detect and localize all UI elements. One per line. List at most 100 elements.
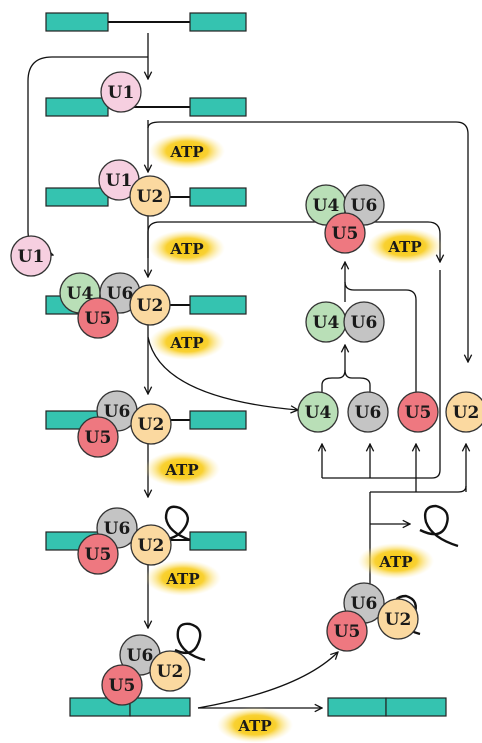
- u1-label: U1: [108, 83, 135, 103]
- u5-snrnp: U5: [326, 610, 368, 652]
- u4-label: U4: [305, 403, 332, 423]
- u2-label: U2: [385, 610, 412, 630]
- u5-snrnp: U5: [101, 664, 143, 706]
- u2-circle: [149, 650, 191, 692]
- flow-arrows: [27, 33, 468, 709]
- arrow-u5-to-tri: [344, 281, 417, 395]
- u6-label: U6: [104, 402, 131, 422]
- svg-text:ATP: ATP: [165, 570, 199, 588]
- u5-circle: [77, 533, 119, 575]
- u2-snrnp: U2: [377, 598, 419, 640]
- atp-badge: ATP: [149, 324, 225, 360]
- atp-badge: ATP: [358, 543, 434, 579]
- release-bus-upper: [322, 270, 441, 479]
- u5-circle: [397, 391, 439, 433]
- arrow-tri-snrnp-join: [147, 221, 440, 262]
- release-bus-lower: [370, 485, 467, 493]
- u2-circle: [129, 175, 171, 217]
- u1-snrnp: U1: [10, 235, 52, 277]
- exon: [45, 12, 109, 32]
- svg-text:ATP: ATP: [169, 240, 203, 258]
- u2-circle: [377, 598, 419, 640]
- atp-labels: ATP ATP ATP ATP ATP ATP ATP ATP: [144, 133, 443, 743]
- u1-circle: [100, 71, 142, 113]
- u5-snrnp: U5: [77, 533, 119, 575]
- svg-text:ATP: ATP: [378, 553, 412, 571]
- u5-label: U5: [85, 309, 112, 329]
- brace-u4-u6: [321, 345, 345, 395]
- u5-label: U5: [85, 545, 112, 565]
- u6-label: U6: [104, 519, 131, 539]
- u4-circle: [297, 391, 339, 433]
- u6-label: U6: [351, 196, 378, 216]
- u2-snrnp: U2: [130, 524, 172, 566]
- u5-label: U5: [332, 224, 359, 244]
- u2-label: U2: [453, 403, 480, 423]
- u5-label: U5: [109, 676, 136, 696]
- atp-badge: ATP: [149, 230, 225, 266]
- exon: [189, 295, 247, 315]
- u6-snrnp: U6: [347, 391, 389, 433]
- u6-circle: [343, 301, 385, 343]
- u6-label: U6: [351, 594, 378, 614]
- u4-snrnp: U4: [305, 301, 347, 343]
- atp-badge: ATP: [149, 133, 225, 169]
- u1-label: U1: [106, 171, 133, 191]
- u6-snrnp: U6: [119, 634, 161, 676]
- svg-text:ATP: ATP: [387, 238, 421, 256]
- atp-badge: ATP: [144, 451, 220, 487]
- u2-circle: [130, 403, 172, 445]
- lariat-intron: [174, 622, 206, 662]
- svg-text:ATP: ATP: [237, 717, 271, 735]
- u1-label: U1: [18, 247, 45, 267]
- u4-label: U4: [67, 284, 94, 304]
- u1-circle: [10, 235, 52, 277]
- u1-snrnp: U1: [100, 71, 142, 113]
- u2-snrnp: U2: [445, 391, 482, 433]
- arrow-u2-recycle-top: [147, 121, 468, 362]
- u5-circle: [77, 416, 119, 458]
- u4-snrnp: U4: [297, 391, 339, 433]
- u5-circle: [324, 212, 366, 254]
- u2-snrnp: U2: [130, 403, 172, 445]
- u6-circle: [347, 391, 389, 433]
- u5-label: U5: [85, 428, 112, 448]
- u5-snrnp: U5: [77, 297, 119, 339]
- u2-label: U2: [137, 296, 164, 316]
- exon: [45, 97, 109, 117]
- u2-snrnp: U2: [129, 284, 171, 326]
- svg-text:ATP: ATP: [164, 461, 198, 479]
- u2-snrnp: U2: [129, 175, 171, 217]
- svg-text:ATP: ATP: [169, 334, 203, 352]
- u4-label: U4: [313, 196, 340, 216]
- atp-badge: ATP: [145, 560, 221, 596]
- arrow-to-postsplicing: [197, 652, 338, 709]
- atp-badge: ATP: [217, 707, 293, 743]
- arrow-u4-release: [147, 336, 298, 410]
- u6-label: U6: [351, 313, 378, 333]
- u2-snrnp: U2: [149, 650, 191, 692]
- u6-label: U6: [127, 646, 154, 666]
- u2-label: U2: [138, 415, 165, 435]
- u5-circle: [326, 610, 368, 652]
- u2-label: U2: [138, 536, 165, 556]
- exon: [189, 12, 247, 32]
- u2-circle: [130, 524, 172, 566]
- lariat-intron: [147, 505, 191, 542]
- exon: [385, 697, 447, 717]
- u6-label: U6: [355, 403, 382, 423]
- u5-label: U5: [334, 622, 361, 642]
- svg-text:ATP: ATP: [169, 143, 203, 161]
- u5-circle: [101, 664, 143, 706]
- exon: [189, 187, 247, 207]
- u5-circle: [77, 297, 119, 339]
- lariat-intron-released: [419, 504, 459, 548]
- u6-label: U6: [107, 284, 134, 304]
- exon: [189, 410, 247, 430]
- u5-snrnp: U5: [397, 391, 439, 433]
- u5-label: U5: [405, 403, 432, 423]
- u1-snrnp: U1: [98, 159, 140, 201]
- u5-snrnp: U5: [324, 212, 366, 254]
